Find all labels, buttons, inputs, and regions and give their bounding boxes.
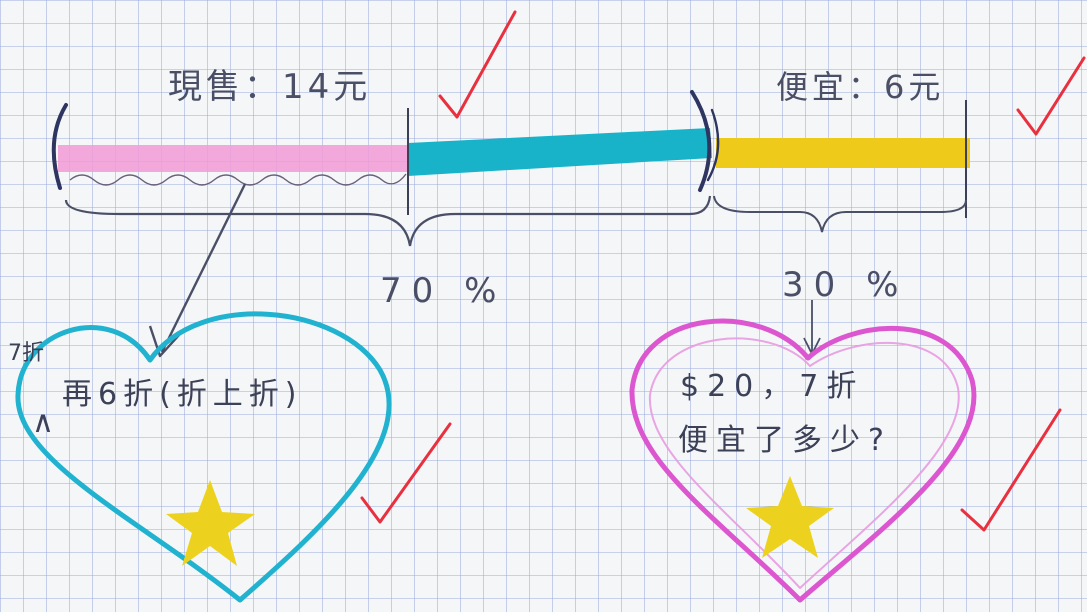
pink-bar-wavy-edge [69, 173, 407, 186]
yellow-bar-segment [716, 138, 970, 168]
side-note-seven-fold: 7折 [8, 341, 44, 366]
middle-bracket [690, 90, 712, 192]
checkmark-icon [438, 10, 517, 119]
heart-icon [629, 318, 977, 603]
brace-70-percent [64, 195, 712, 247]
checkmark-icon [960, 408, 1062, 532]
middle-bracket-inner [706, 108, 720, 182]
side-note-symbol: ∧ [32, 405, 54, 440]
checkmark-icon [1016, 56, 1086, 136]
cyan-bar-segment [408, 128, 712, 176]
percent-70-label: 70 % [380, 271, 506, 311]
star-icon [166, 480, 255, 566]
percent-30-label: 30 % [782, 265, 908, 305]
right-heart-line2: 便宜了多少? [678, 423, 892, 458]
left-end-bracket [51, 103, 68, 190]
star-icon [746, 476, 834, 558]
brace-30-percent [713, 195, 967, 233]
heart-outline-inner [648, 337, 960, 589]
discount-label: 便宜：6元 [776, 68, 944, 106]
left-heart-text: 再6折(折上折) [62, 377, 303, 412]
heart-icon [15, 311, 392, 603]
arrow-icon [160, 183, 247, 353]
arrow-head [148, 325, 181, 358]
current-price-label: 現售：14元 [168, 67, 371, 107]
pink-bar-segment [58, 145, 408, 172]
checkmark-icon [360, 422, 452, 524]
right-heart-line1: $20，7折 [680, 369, 864, 404]
